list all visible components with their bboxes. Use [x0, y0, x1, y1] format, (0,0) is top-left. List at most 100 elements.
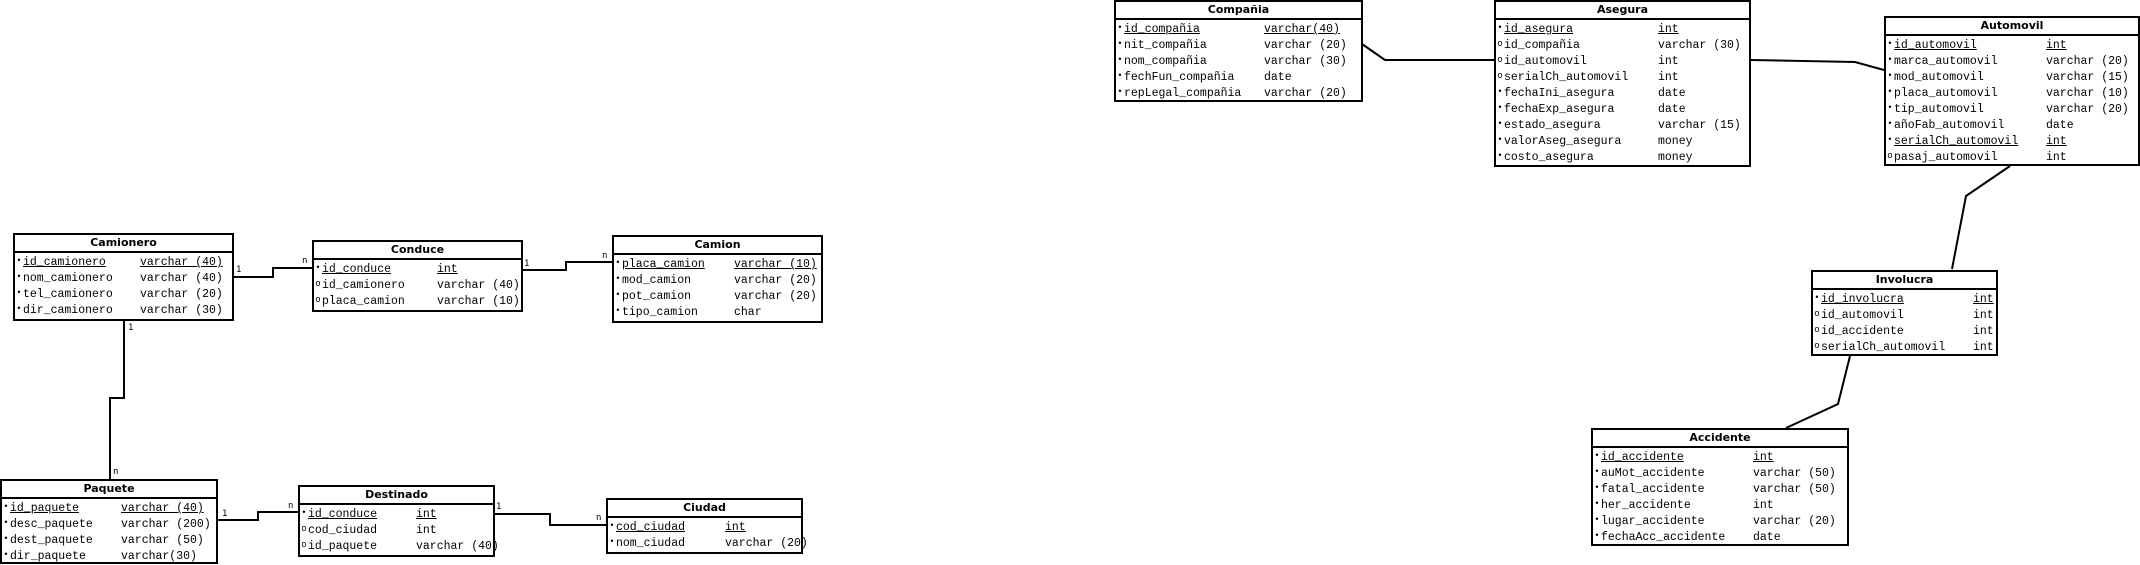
- mandatory-marker-icon: •: [615, 274, 621, 284]
- link-involucra-accidente: [1785, 355, 1851, 429]
- link-compania-asegura: [1361, 43, 1494, 61]
- attribute-type: varchar (20): [2046, 55, 2129, 68]
- attribute-type: varchar (30): [1658, 39, 1741, 52]
- cardinality-label: n: [596, 513, 602, 523]
- mandatory-marker-icon: •: [16, 272, 22, 282]
- mandatory-marker-icon: •: [16, 304, 22, 314]
- mandatory-marker-icon: •: [1117, 87, 1123, 97]
- mandatory-marker-icon: •: [301, 508, 307, 518]
- attribute-name: lugar_accidente: [1601, 515, 1705, 528]
- attribute-type: char: [734, 306, 762, 319]
- cardinality-label: 1: [236, 265, 242, 275]
- attribute-type: varchar (40): [416, 540, 499, 553]
- mandatory-marker-icon: •: [1497, 151, 1503, 161]
- mandatory-marker-icon: •: [1497, 23, 1503, 33]
- attribute-type: varchar (50): [1753, 483, 1836, 496]
- attribute-type: int: [2046, 151, 2067, 164]
- attribute-type: int: [437, 263, 458, 276]
- mandatory-marker-icon: •: [1594, 483, 1600, 493]
- attribute-name: mod_automovil: [1894, 71, 1984, 84]
- entity-title: Ciudad: [608, 500, 801, 518]
- attribute-name: repLegal_compañia: [1124, 87, 1242, 100]
- attribute-name: id_camionero: [23, 256, 106, 269]
- attribute-name: cod_ciudad: [308, 524, 378, 537]
- attribute-name: id_compañia: [1124, 23, 1200, 36]
- attribute-name: costo_asegura: [1504, 151, 1594, 164]
- attribute-name: placa_automovil: [1894, 87, 1998, 100]
- link-asegura-automovil: [1749, 59, 1885, 71]
- attribute-type: date: [1658, 103, 1686, 116]
- attribute-name: fechaExp_asegura: [1504, 103, 1615, 116]
- mandatory-marker-icon: •: [1497, 87, 1503, 97]
- mandatory-marker-icon: •: [1497, 103, 1503, 113]
- entity-title: Paquete: [2, 481, 216, 499]
- mandatory-marker-icon: •: [609, 537, 615, 547]
- attribute-type: date: [1753, 531, 1781, 544]
- optional-marker-icon: o: [1497, 55, 1503, 65]
- cardinality-label: 1: [496, 502, 502, 512]
- mandatory-marker-icon: •: [615, 258, 621, 268]
- attribute-type: int: [1753, 499, 1774, 512]
- optional-marker-icon: o: [1887, 151, 1893, 161]
- attribute-type: int: [1753, 451, 1774, 464]
- attribute-name: id_automovil: [1894, 39, 1977, 52]
- attribute-type: varchar (15): [2046, 71, 2129, 84]
- optional-marker-icon: o: [315, 279, 321, 289]
- entity-title: Compañia: [1116, 2, 1361, 20]
- cardinality-label: 1: [524, 259, 530, 269]
- attribute-name: id_automovil: [1504, 55, 1587, 68]
- mandatory-marker-icon: •: [1594, 451, 1600, 461]
- attribute-name: dest_paquete: [10, 534, 93, 547]
- attribute-type: varchar (10): [734, 258, 817, 271]
- mandatory-marker-icon: •: [1887, 55, 1893, 65]
- attribute-name: añoFab_automovil: [1894, 119, 2005, 132]
- attribute-type: varchar (40): [140, 256, 223, 269]
- attribute-name: dir_paquete: [10, 550, 86, 563]
- cardinality-label: 1: [128, 323, 134, 333]
- attribute-name: pasaj_automovil: [1894, 151, 1998, 164]
- entity-title: Involucra: [1813, 272, 1996, 290]
- attribute-name: cod_ciudad: [616, 521, 686, 534]
- mandatory-marker-icon: •: [1117, 39, 1123, 49]
- attribute-name: id_paquete: [10, 502, 80, 515]
- attribute-type: date: [1658, 87, 1686, 100]
- attribute-type: varchar (20): [734, 274, 817, 287]
- attribute-type: int: [1973, 309, 1994, 322]
- entity-title: Camion: [614, 237, 821, 255]
- mandatory-marker-icon: •: [1814, 293, 1820, 303]
- mandatory-marker-icon: •: [609, 521, 615, 531]
- attribute-name: tipo_camion: [622, 306, 698, 319]
- attribute-name: valorAseg_asegura: [1504, 135, 1622, 148]
- attribute-type: int: [1973, 325, 1994, 338]
